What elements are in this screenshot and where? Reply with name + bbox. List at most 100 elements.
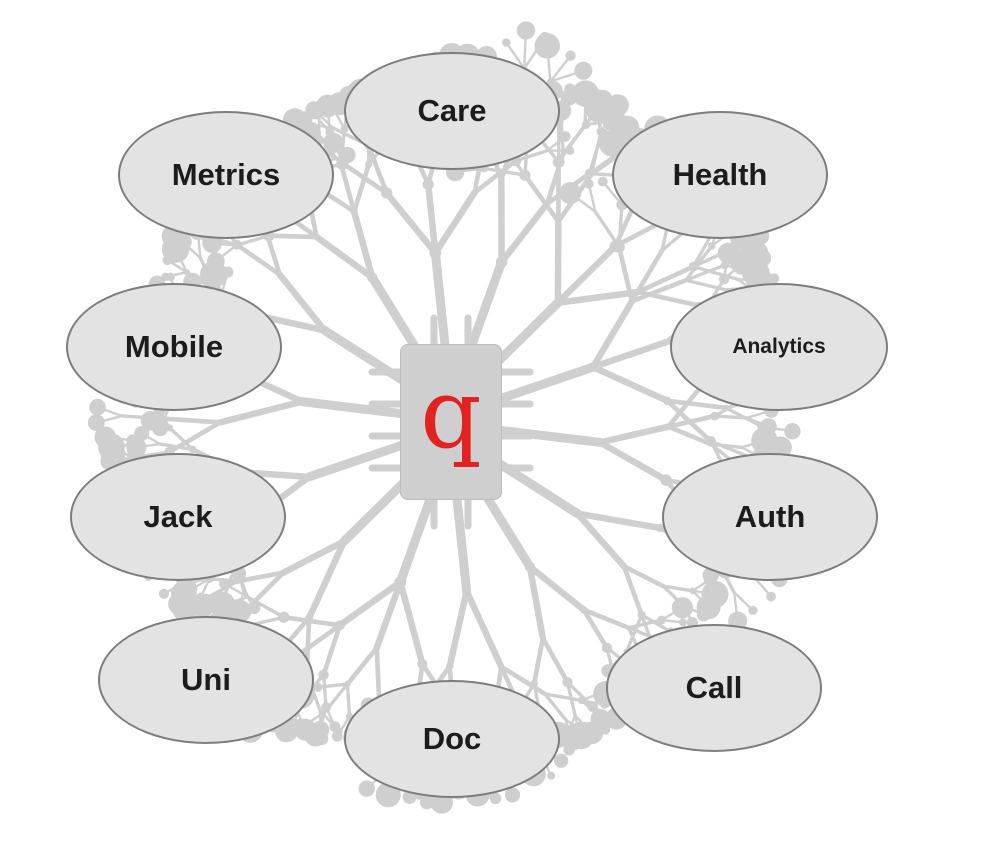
circuit-node-dot [589, 89, 607, 107]
circuit-trace [321, 673, 328, 709]
circuit-node-dot [678, 618, 687, 627]
circuit-node-dot [305, 101, 324, 120]
circuit-node-dot [730, 250, 755, 276]
circuit-node-dot [534, 33, 560, 59]
circuit-node-dot [394, 576, 407, 588]
circuit-node-dot [191, 595, 214, 618]
circuit-trace [666, 386, 702, 430]
circuit-node-dot [562, 677, 573, 688]
circuit-node-dot [367, 272, 378, 283]
circuit-node-dot [417, 658, 428, 670]
circuit-node-dot [663, 396, 672, 406]
circuit-node-dot [420, 795, 434, 810]
circuit-trace [596, 423, 672, 446]
circuit-node-dot [601, 642, 613, 654]
circuit-trace [373, 578, 404, 652]
node-health: Health [612, 111, 828, 239]
circuit-node-dot [588, 362, 598, 373]
circuit-trace [616, 244, 635, 304]
circuit-node-dot [563, 744, 575, 756]
circuit-node-dot [671, 597, 694, 619]
circuit-trace [341, 162, 390, 196]
circuit-node-dot [597, 176, 608, 187]
circuit-node-dot [422, 178, 434, 191]
circuit-node-dot [318, 669, 329, 681]
circuit-trace [345, 682, 352, 719]
circuit-trace [617, 203, 624, 249]
circuit-trace [397, 578, 426, 668]
circuit-node-dot [315, 732, 329, 746]
circuit-node-dot [748, 605, 758, 615]
circuit-trace [709, 439, 748, 458]
circuit-node-dot [333, 727, 343, 736]
circuit-node-dot [552, 156, 565, 168]
circuit-trace [581, 607, 631, 631]
central-chip: q [400, 344, 502, 500]
circuit-trace [629, 247, 665, 304]
circuit-node-dot [766, 591, 776, 602]
circuit-node-dot [350, 207, 358, 216]
circuit-node-dot [344, 680, 351, 688]
circuit-node-dot [547, 771, 556, 780]
circuit-trace [684, 244, 714, 282]
circuit-trace [234, 233, 271, 248]
circuit-trace [446, 587, 470, 670]
circuit-trace [554, 242, 619, 306]
circuit-node-dot [637, 610, 646, 619]
circuit-node-dot [584, 179, 594, 189]
circuit-trace [684, 263, 727, 282]
circuit-trace [424, 181, 439, 257]
circuit-node-dot [358, 780, 375, 797]
circuit-trace [549, 54, 572, 83]
circuit-node-dot [158, 588, 169, 599]
node-doc: Doc [344, 680, 560, 798]
circuit-trace [281, 614, 343, 628]
circuit-trace [556, 123, 587, 164]
circuit-trace [589, 363, 671, 405]
circuit-trace [266, 233, 319, 240]
circuit-trace [665, 398, 714, 444]
circuit-trace [336, 578, 404, 629]
circuit-node-dot [301, 118, 311, 129]
circuit-trace [531, 635, 546, 686]
circuit-node-dot [297, 397, 307, 406]
circuit-trace [276, 271, 328, 334]
circuit-trace [321, 622, 343, 678]
circuit-node-dot [168, 592, 191, 616]
circuit-trace [661, 584, 695, 593]
circuit-trace [280, 538, 348, 576]
circuit-node-dot [152, 419, 169, 437]
circuit-node-dot [613, 241, 625, 253]
circuit-trace [589, 338, 670, 371]
circuit-node-dot [276, 271, 283, 278]
circuit-trace [621, 564, 644, 618]
node-metrics: Metrics [118, 111, 334, 239]
circuit-trace [297, 397, 416, 420]
circuit-trace [589, 129, 603, 177]
circuit-trace [328, 130, 346, 167]
node-auth: Auth [662, 453, 878, 581]
circuit-node-dot [222, 266, 234, 278]
circuit-node-dot [321, 702, 332, 713]
circuit-trace [463, 587, 505, 670]
circuit-trace [374, 645, 382, 699]
circuit-trace [234, 242, 283, 277]
circuit-trace [472, 158, 519, 196]
circuit-trace [365, 143, 390, 196]
circuit-node-dot [183, 269, 190, 276]
circuit-node-dot [502, 38, 511, 47]
circuit-trace [522, 172, 561, 224]
circuit-node-dot [705, 436, 717, 447]
circuit-trace [505, 41, 526, 70]
circuit-node-dot [607, 94, 629, 117]
circuit-trace [313, 233, 376, 281]
node-care: Care [344, 52, 560, 170]
circuit-trace [305, 538, 348, 622]
circuit-trace [724, 406, 765, 429]
node-call: Call [606, 624, 822, 752]
circuit-node-dot [89, 398, 106, 416]
circuit-node-dot [279, 569, 287, 577]
circuit-node-dot [248, 602, 261, 615]
circuit-trace [514, 148, 550, 163]
circuit-trace [217, 398, 306, 426]
